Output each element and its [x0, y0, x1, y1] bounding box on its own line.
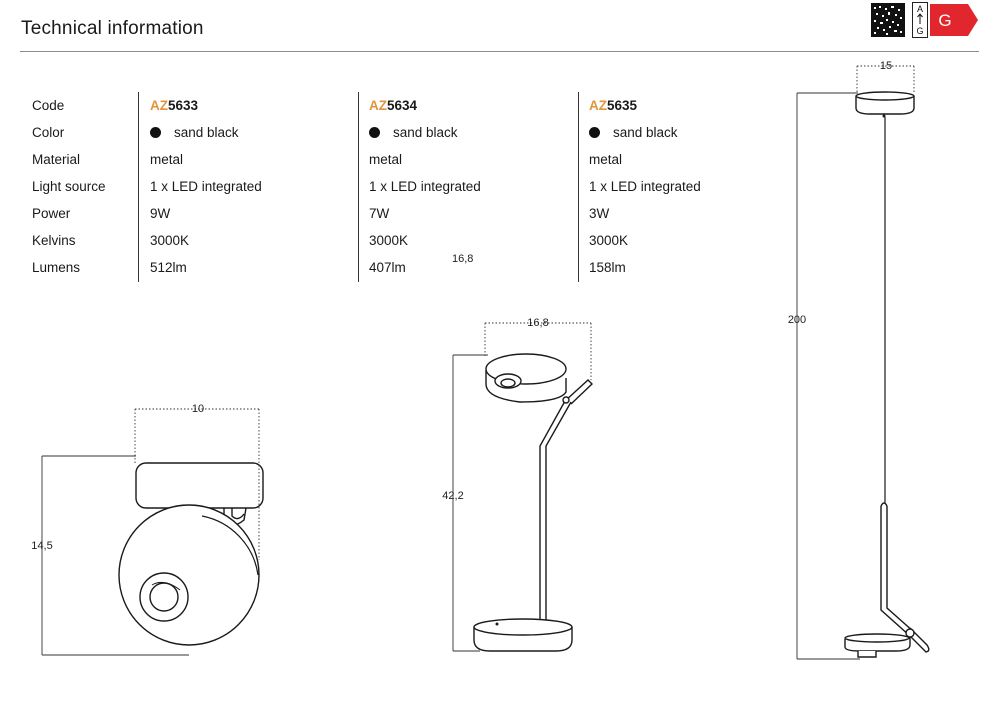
product-kelvins: 3000K	[589, 233, 629, 248]
energy-scale-top: A	[917, 4, 923, 14]
color-name: sand black	[613, 125, 678, 140]
spec-label-code: Code	[32, 98, 65, 113]
stray-dimension-label: 16,8	[452, 253, 474, 265]
spec-label-color: Color	[32, 125, 65, 140]
spotlight-dimension-lines	[134, 408, 260, 560]
product-column-az5635: AZ5635 sand black metal 1 x LED integrat…	[589, 97, 701, 286]
code-number: 5633	[168, 98, 199, 113]
spec-label-light-source: Light source	[32, 179, 106, 194]
product-lumens: 512lm	[150, 260, 187, 275]
product-column-az5633: AZ5633 sand black metal 1 x LED integrat…	[150, 97, 262, 286]
spot-width-label: 10	[192, 403, 204, 415]
code-number: 5635	[607, 98, 638, 113]
color-name: sand black	[393, 125, 458, 140]
product-kelvins: 3000K	[150, 233, 190, 248]
page-title: Technical information	[21, 18, 204, 39]
code-prefix: AZ	[589, 98, 607, 113]
spec-label-power: Power	[32, 206, 71, 221]
code-number: 5634	[387, 98, 418, 113]
product-code: AZ5633	[150, 97, 262, 124]
color-swatch	[589, 127, 600, 138]
pendant-width-label: 15	[880, 60, 892, 72]
pendant-height-lines	[796, 92, 860, 660]
color-swatch	[150, 127, 161, 138]
table-lamp-dimension-lines	[484, 322, 592, 380]
pendant-dimension-lines	[856, 65, 915, 93]
spec-labels-column: Code Color Material Light source Power K…	[32, 97, 106, 286]
product-lumens: 158lm	[589, 260, 626, 275]
product-power: 7W	[369, 206, 390, 221]
product-light-source: 1 x LED integrated	[589, 179, 701, 194]
energy-label-icon: A G G	[912, 2, 978, 38]
pendant-height-label: 200	[788, 314, 806, 326]
product-color: sand black	[589, 124, 701, 151]
spec-label-kelvins: Kelvins	[32, 233, 76, 248]
spotlight-height-lines	[41, 455, 189, 656]
table-lamp-drawing	[473, 353, 594, 652]
color-swatch	[369, 127, 380, 138]
product-light-source: 1 x LED integrated	[369, 179, 481, 194]
product-color: sand black	[369, 124, 481, 151]
product-light-source: 1 x LED integrated	[150, 179, 262, 194]
column-divider	[358, 92, 359, 282]
column-divider	[578, 92, 579, 282]
product-code: AZ5634	[369, 97, 481, 124]
table-lamp-height-lines	[452, 354, 488, 652]
product-material: metal	[369, 152, 403, 167]
product-column-az5634: AZ5634 sand black metal 1 x LED integrat…	[369, 97, 481, 286]
spec-label-lumens: Lumens	[32, 260, 81, 275]
table-height-label: 42,2	[442, 490, 463, 502]
energy-class-value: G	[938, 11, 951, 30]
energy-scale-bottom: G	[916, 26, 923, 36]
product-material: metal	[589, 152, 623, 167]
table-width-label: 16,8	[527, 317, 548, 329]
product-kelvins: 3000K	[369, 233, 409, 248]
code-prefix: AZ	[369, 98, 387, 113]
spotlight-drawing	[118, 462, 264, 646]
product-color: sand black	[150, 124, 262, 151]
product-code: AZ5635	[589, 97, 701, 124]
product-material: metal	[150, 152, 184, 167]
column-divider	[138, 92, 139, 282]
code-prefix: AZ	[150, 98, 168, 113]
color-name: sand black	[174, 125, 239, 140]
product-power: 9W	[150, 206, 171, 221]
product-lumens: 407lm	[369, 260, 406, 275]
title-divider	[20, 51, 979, 52]
pendant-drawing	[844, 91, 930, 658]
qr-code-icon	[871, 3, 905, 37]
spec-label-material: Material	[32, 152, 81, 167]
spot-height-label: 14,5	[31, 540, 52, 552]
product-power: 3W	[589, 206, 610, 221]
